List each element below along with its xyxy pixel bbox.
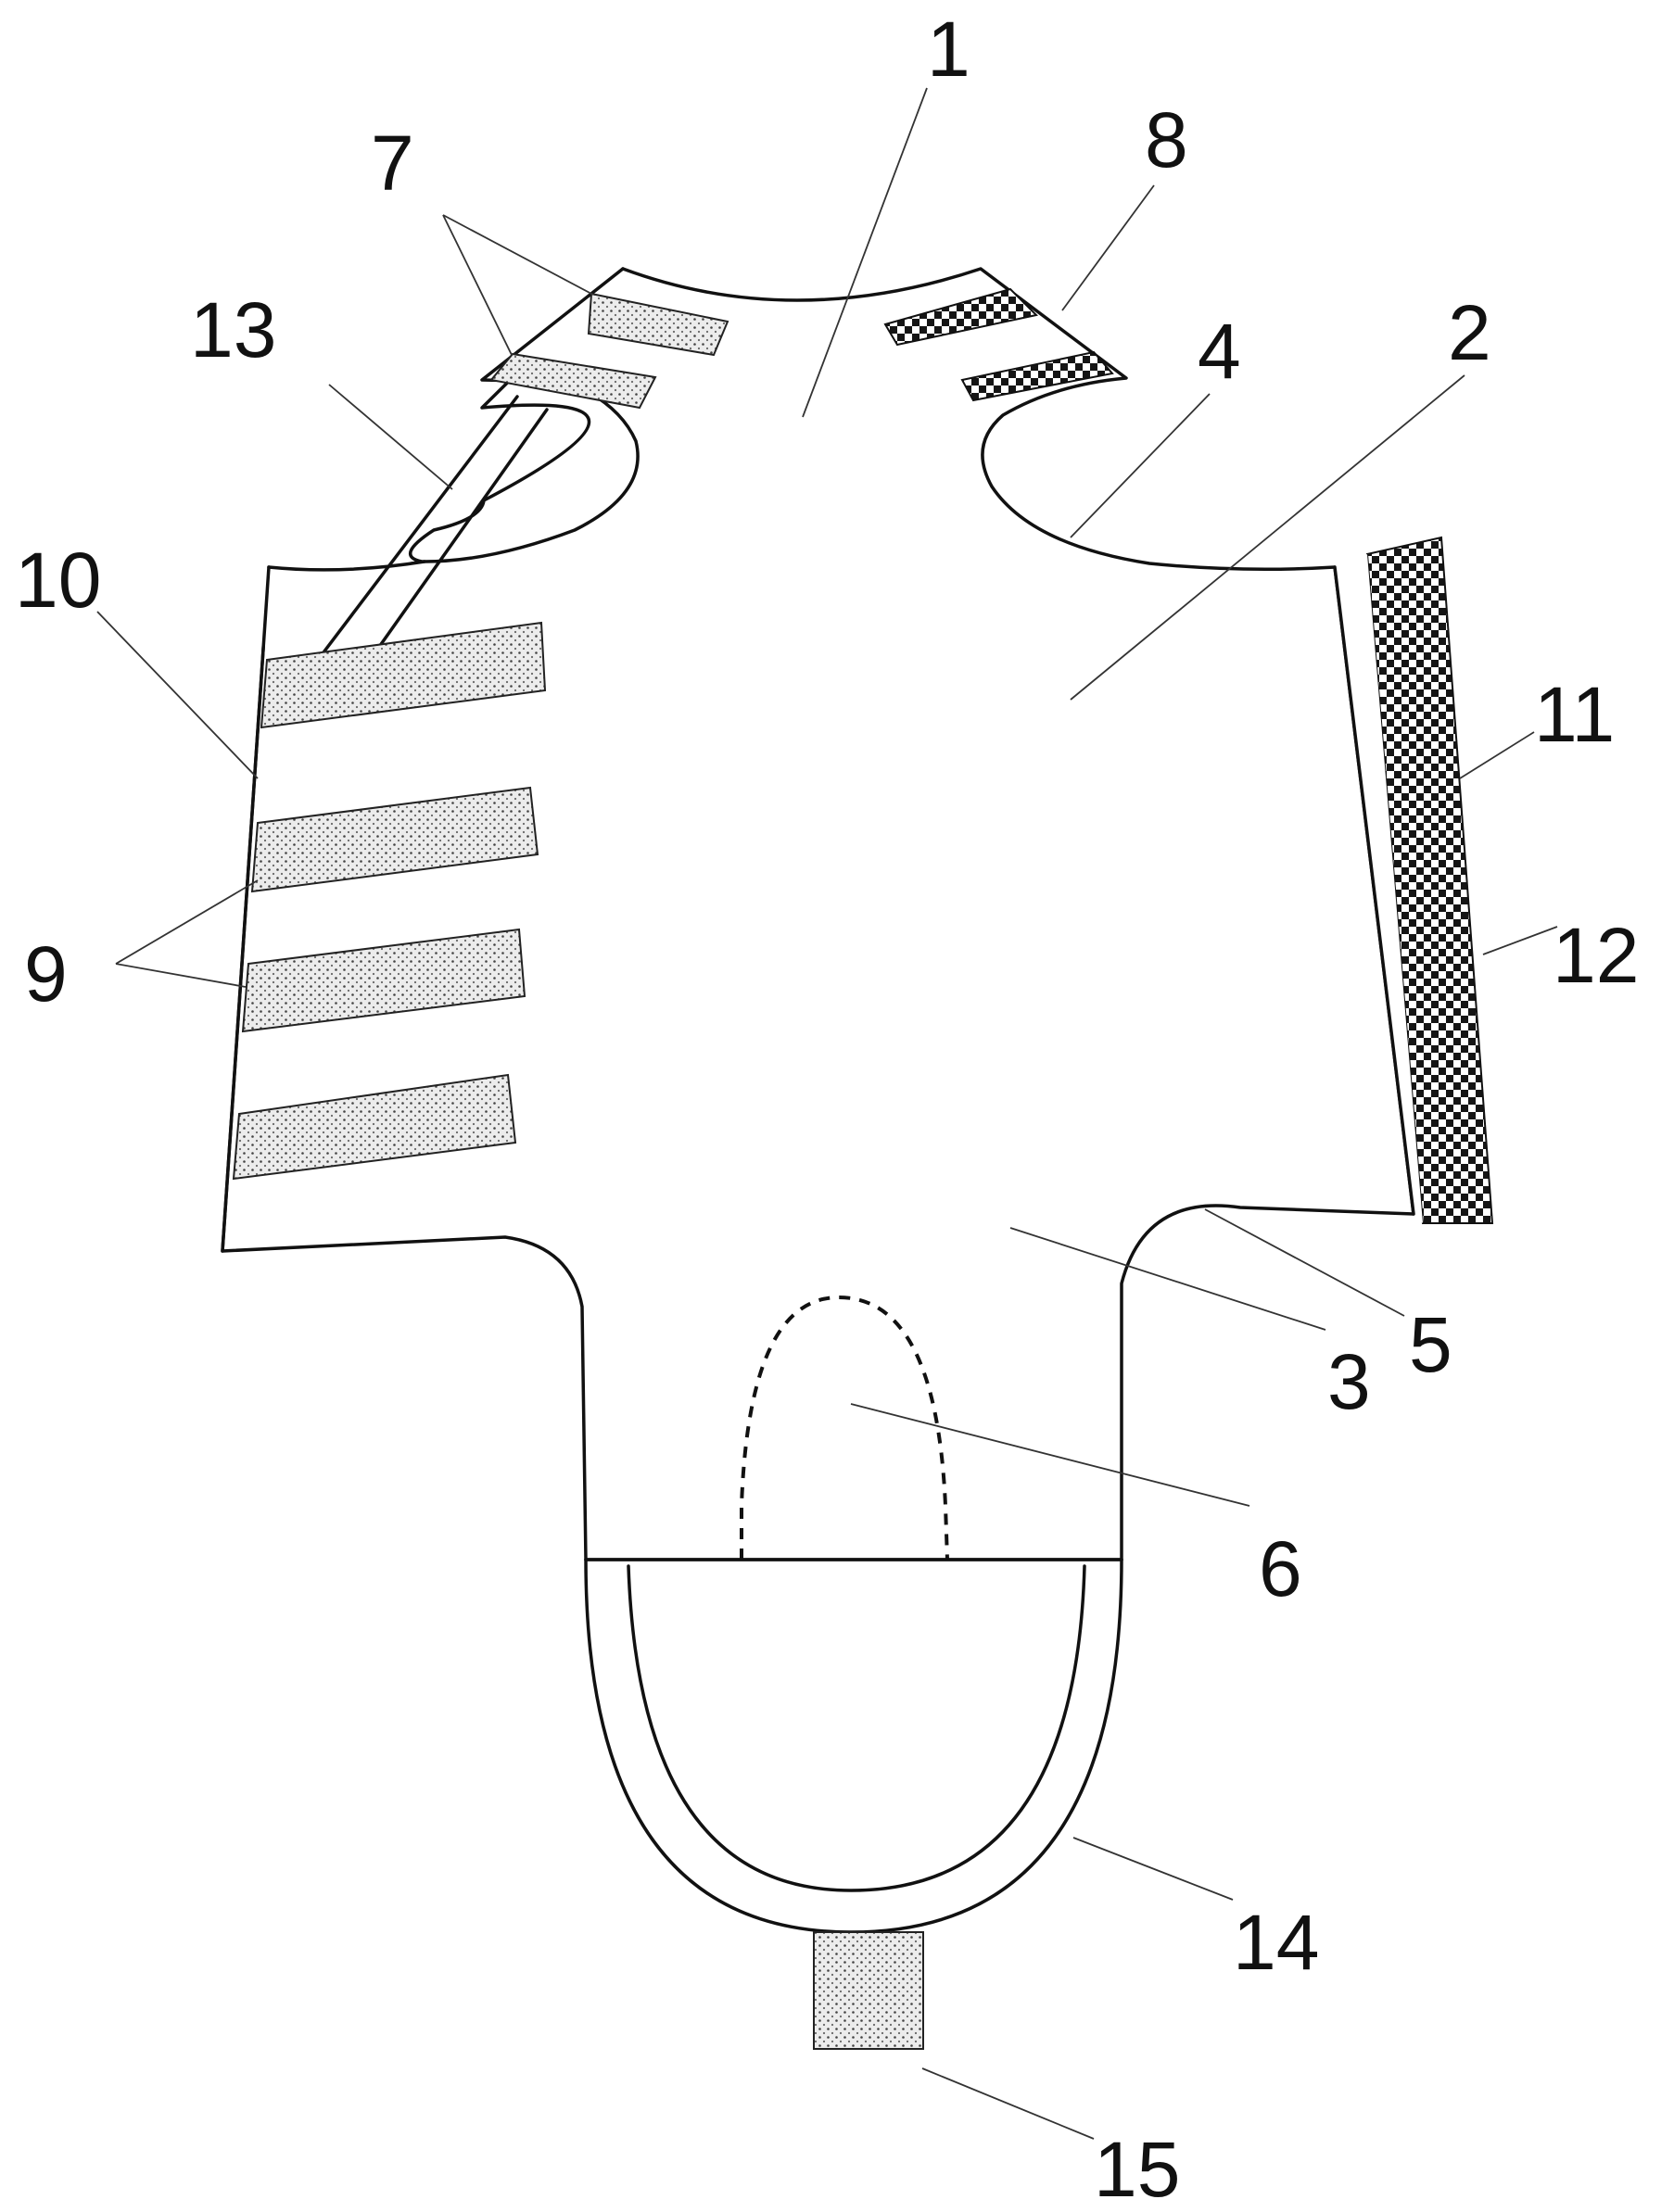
ref-label-3: 3: [1327, 1338, 1371, 1425]
tab-7b: [489, 352, 657, 410]
leader-4: [1070, 393, 1211, 538]
left-pad-4: [232, 1073, 517, 1181]
garment-body-outline: [221, 267, 1415, 1561]
tab-8b: [960, 350, 1114, 402]
leader-9b: [115, 963, 247, 988]
strap-edge-a: [319, 395, 519, 658]
tab-8a: [883, 287, 1039, 347]
ref-label-9: 9: [24, 930, 68, 1018]
leader-10: [96, 611, 259, 779]
leader-9a: [115, 879, 259, 965]
ref-label-2: 2: [1448, 289, 1491, 376]
leader-7b: [442, 214, 513, 356]
dashed-opening: [740, 1295, 949, 1561]
leader-6: [850, 1403, 1250, 1507]
leader-1: [802, 87, 928, 418]
ref-label-7: 7: [371, 120, 414, 207]
leader-12: [1482, 926, 1558, 955]
tab-7a: [587, 292, 729, 357]
ref-label-5: 5: [1409, 1301, 1452, 1388]
strap-edge-b: [371, 408, 549, 658]
ref-label-11: 11: [1534, 671, 1615, 758]
ref-label-6: 6: [1259, 1525, 1302, 1612]
ref-label-13: 13: [190, 286, 276, 373]
left-pad-3: [241, 928, 526, 1033]
ref-label-8: 8: [1145, 96, 1188, 183]
leader-14: [1072, 1837, 1234, 1901]
ref-label-4: 4: [1198, 308, 1241, 395]
leader-5: [1204, 1208, 1405, 1317]
left-top-edge: [267, 560, 426, 572]
left-armhole: [423, 380, 640, 563]
collection-bowl-outer: [584, 1558, 1123, 1934]
ref-label-14: 14: [1233, 1899, 1319, 1986]
leader-11: [1459, 731, 1535, 779]
leader-3: [1009, 1227, 1326, 1331]
drain-spout: [813, 1931, 924, 2050]
right-gap-mask: [1335, 554, 1423, 1223]
ref-label-15: 15: [1094, 2126, 1180, 2212]
leader-15: [921, 2067, 1095, 2140]
collection-bowl-inner: [627, 1564, 1086, 1892]
left-side-edge: [221, 565, 271, 1253]
leader-13: [328, 384, 453, 490]
leader-8: [1061, 184, 1155, 311]
ref-label-12: 12: [1553, 912, 1639, 999]
ref-label-1: 1: [927, 6, 970, 93]
leader-2: [1070, 374, 1465, 701]
left-pad-1: [260, 621, 547, 729]
ref-label-10: 10: [15, 537, 101, 624]
left-pad-2: [250, 786, 539, 893]
right-side-edge: [1333, 565, 1415, 1216]
leader-7a: [442, 214, 594, 296]
